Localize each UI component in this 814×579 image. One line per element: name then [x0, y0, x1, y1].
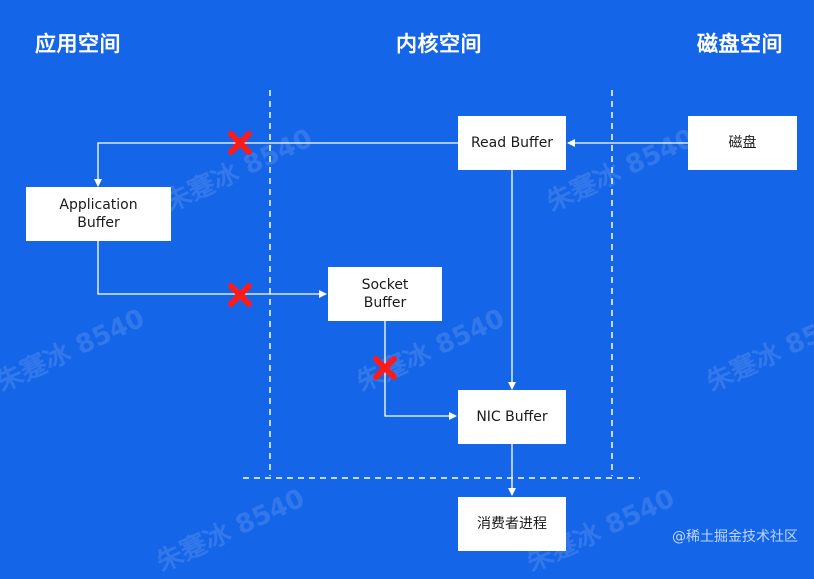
- arrow-application-buffer-to-socket-buffer: [97, 241, 327, 298]
- disk-label: 磁盘: [728, 135, 757, 151]
- read-buffer-label: Read Buffer: [470, 135, 554, 151]
- read-buffer-node: Read Buffer: [458, 116, 566, 170]
- application-buffer-node: Application Buffer: [26, 187, 171, 241]
- application-buffer-label-line2: Buffer: [77, 215, 120, 231]
- disk-node: 磁盘: [688, 116, 797, 170]
- connector-layer: [94, 90, 688, 496]
- socket-buffer-node: Socket Buffer: [328, 267, 442, 321]
- section-title-kernel: 内核空间: [396, 32, 482, 56]
- arrow-read-buffer-to-application-buffer: [94, 142, 458, 187]
- nic-buffer-label: NIC Buffer: [476, 409, 548, 425]
- arrow-socket-buffer-to-nic-buffer: [384, 321, 457, 420]
- cross-icon: [228, 283, 252, 307]
- consumer-label: 消费者进程: [477, 516, 547, 532]
- socket-buffer-label-line1: Socket: [361, 277, 409, 293]
- socket-buffer-label-line2: Buffer: [363, 295, 407, 311]
- diagram-canvas: 朱蹇冰 8540 朱蹇冰 8540 朱蹇冰 8540 朱蹇冰 8540 朱蹇冰 …: [0, 32, 814, 578]
- cross-icon: [228, 131, 252, 155]
- consumer-node: 消费者进程: [458, 497, 566, 551]
- cross-icon: [373, 356, 397, 380]
- section-title-disk: 磁盘空间: [697, 32, 783, 56]
- section-title-app: 应用空间: [35, 32, 121, 56]
- source-credit: @稀土掘金技术社区: [672, 529, 798, 545]
- nic-buffer-node: NIC Buffer: [458, 390, 566, 444]
- application-buffer-label-line1: Application: [59, 197, 138, 213]
